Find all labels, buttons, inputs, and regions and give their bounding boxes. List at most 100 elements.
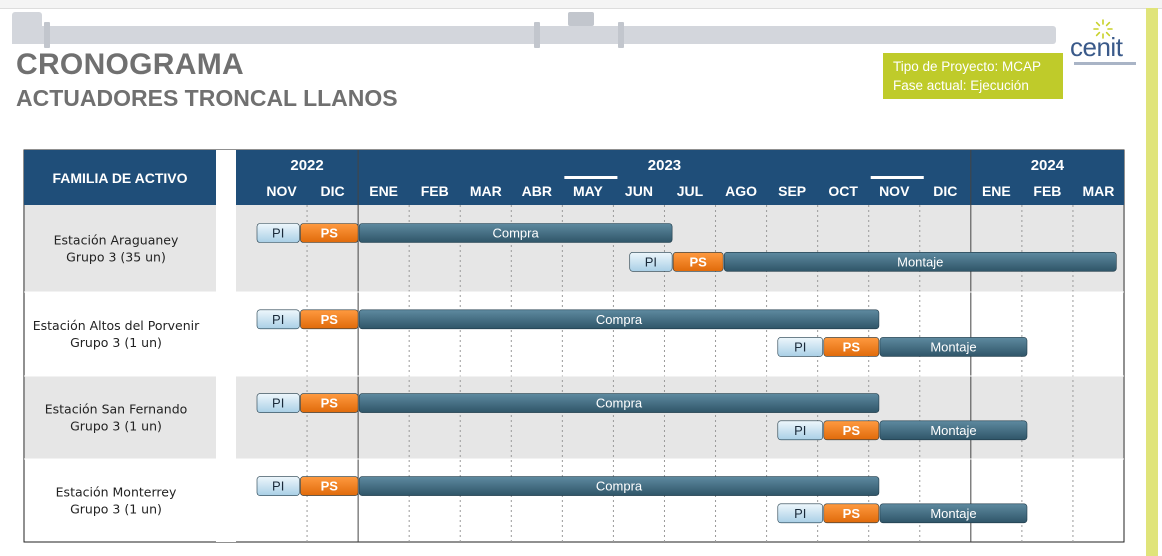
pipe-flange-graphic: [618, 22, 624, 48]
ps-bar-label: PS: [321, 396, 339, 411]
task-bar: [879, 503, 1028, 524]
task-bar-label: Compra: [596, 396, 643, 411]
pi-bar-label: PI: [272, 312, 284, 327]
task-bar: [879, 337, 1028, 357]
project-type-label: Tipo de Proyecto: MCAP: [893, 59, 1042, 74]
month-tick-label: JUN: [625, 183, 653, 199]
month-tick-label: SEP: [778, 183, 806, 199]
pi-bar: [256, 393, 300, 413]
month-tick-label: OCT: [828, 183, 858, 199]
month-marker: [870, 176, 924, 179]
task-bar: [358, 476, 880, 496]
pipe-flange-graphic: [44, 22, 50, 48]
ps-bar-label: PS: [321, 312, 339, 327]
month-tick-label: MAR: [1083, 183, 1115, 199]
ps-bar-label: PS: [689, 254, 707, 269]
task-bar: [723, 252, 1117, 272]
month-tick-label: DIC: [933, 183, 957, 199]
logo-tagline-graphic: [1074, 62, 1136, 65]
pi-bar: [777, 337, 824, 357]
pi-bar: [256, 476, 300, 496]
year-label: 2022: [290, 157, 323, 174]
task-bar: [358, 223, 673, 243]
ps-bar: [300, 476, 359, 496]
task-bar-label: Compra: [596, 312, 643, 327]
group-label: Estación Araguaney: [54, 233, 179, 248]
task-bar: [879, 420, 1028, 441]
month-tick-label: JUL: [677, 183, 704, 199]
task-bar-label: Montaje: [930, 506, 976, 521]
month-tick-label: AGO: [725, 183, 757, 199]
ps-bar: [823, 337, 880, 357]
page-title: CRONOGRAMA: [16, 48, 244, 81]
pi-bar: [777, 503, 824, 524]
month-tick-label: DIC: [321, 183, 345, 199]
pi-bar: [256, 309, 300, 330]
task-bar-label: Montaje: [897, 254, 943, 269]
row-band: [25, 205, 1123, 292]
ps-bar-label: PS: [843, 339, 861, 354]
pi-bar-label: PI: [272, 226, 284, 241]
row-band: [25, 376, 1123, 459]
group-label: Grupo 3 (35 un): [66, 250, 166, 265]
side-accent-bar: [1146, 8, 1158, 556]
group-label: Estación San Fernando: [45, 402, 188, 417]
company-logo: cenit: [1070, 18, 1142, 74]
ps-bar-label: PS: [321, 226, 339, 241]
task-bar: [358, 309, 880, 330]
month-tick-label: NOV: [266, 183, 297, 199]
pi-bar-label: PI: [272, 479, 284, 494]
task-bar: [358, 393, 880, 413]
pipe-valve-graphic: [568, 12, 594, 26]
ps-bar: [823, 420, 880, 441]
month-tick-label: ENE: [982, 183, 1011, 199]
month-tick-label: NOV: [879, 183, 910, 199]
month-tick-label: MAY: [573, 183, 603, 199]
month-tick-label: ABR: [522, 183, 552, 199]
ps-bar: [823, 503, 880, 524]
header-timeline-cell: [236, 150, 1124, 205]
task-bar-label: Montaje: [930, 339, 976, 354]
ps-bar: [300, 309, 359, 330]
month-marker: [564, 176, 618, 179]
logo-wordmark: cenit: [1070, 32, 1123, 62]
group-label: Grupo 3 (1 un): [70, 419, 162, 434]
pi-bar: [777, 420, 824, 441]
group-label: Estación Monterrey: [56, 485, 177, 500]
sun-icon: [1093, 19, 1113, 39]
ps-bar-label: PS: [843, 423, 861, 438]
year-label: 2023: [648, 157, 681, 174]
project-info-box: Tipo de Proyecto: MCAP Fase actual: Ejec…: [883, 53, 1063, 99]
pipe-flange-graphic: [534, 22, 540, 48]
year-label: 2024: [1031, 157, 1065, 174]
month-tick-label: FEB: [421, 183, 449, 199]
task-bar-label: Montaje: [930, 423, 976, 438]
ps-bar: [672, 252, 724, 272]
page-subtitle: ACTUADORES TRONCAL LLANOS: [16, 85, 398, 111]
pi-bar-label: PI: [272, 396, 284, 411]
pi-bar-label: PI: [794, 339, 806, 354]
month-tick-label: ENE: [369, 183, 398, 199]
group-label: Grupo 3 (1 un): [70, 502, 162, 517]
project-phase-label: Fase actual: Ejecución: [893, 78, 1029, 93]
ps-bar-label: PS: [321, 479, 339, 494]
month-tick-label: FEB: [1033, 183, 1061, 199]
group-label: Estación Altos del Porvenir: [33, 318, 200, 333]
group-label: Grupo 3 (1 un): [70, 335, 162, 350]
pi-bar-label: PI: [794, 506, 806, 521]
spreadsheet-column-strip: [0, 0, 1162, 9]
ps-bar-label: PS: [843, 506, 861, 521]
pi-bar: [629, 252, 673, 272]
pi-bar: [256, 223, 300, 243]
ps-bar: [300, 223, 359, 243]
header-label-cell: [24, 150, 216, 205]
pi-bar-label: PI: [794, 423, 806, 438]
column-header-label: FAMILIA DE ACTIVO: [52, 170, 187, 186]
task-bar-label: Compra: [596, 479, 643, 494]
month-tick-label: MAR: [470, 183, 502, 199]
ps-bar: [300, 393, 359, 413]
pi-bar-label: PI: [645, 254, 657, 269]
task-bar-label: Compra: [492, 226, 539, 241]
